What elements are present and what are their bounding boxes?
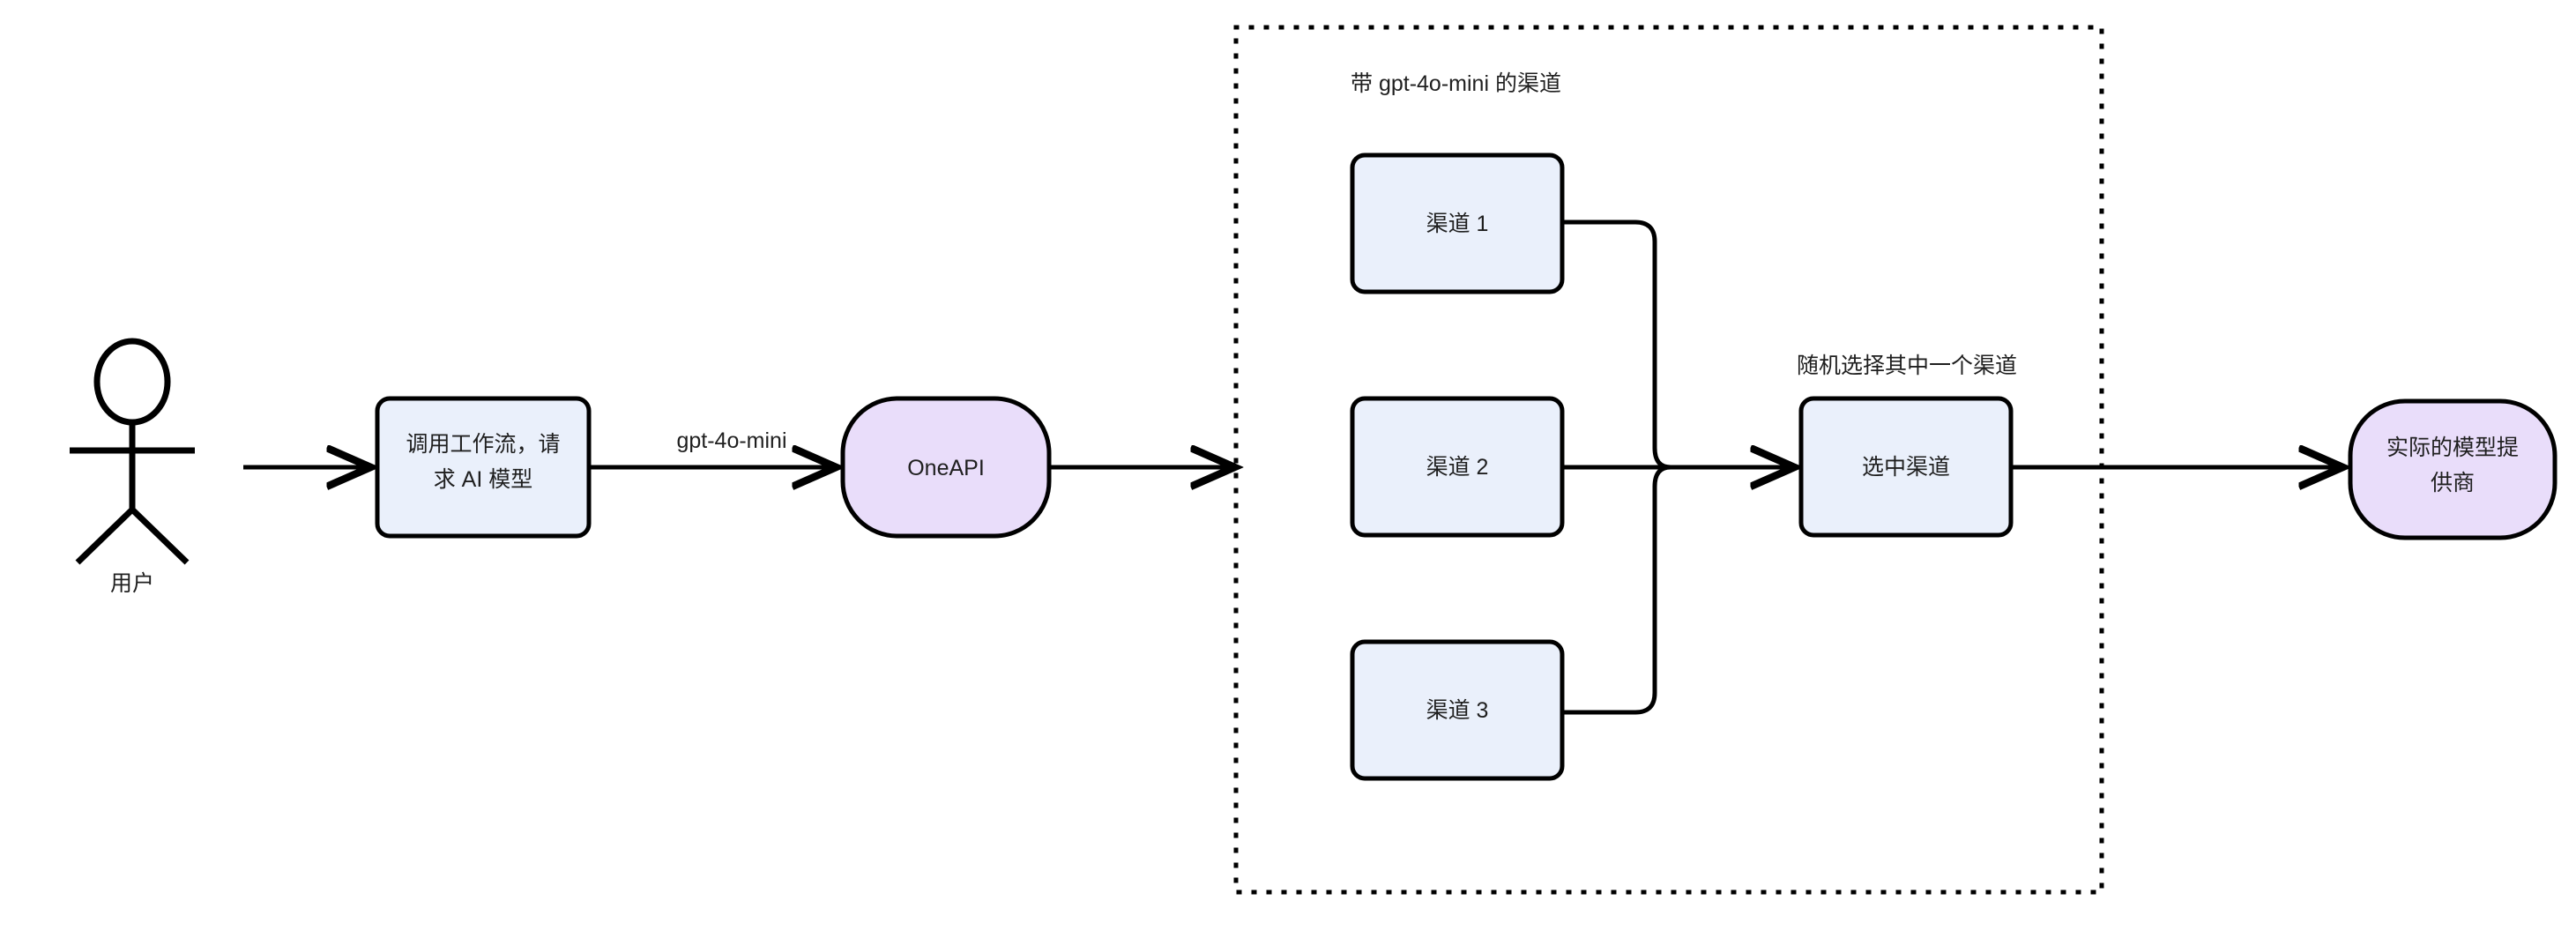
node-channel-1-label: 渠道 1 <box>1426 212 1489 236</box>
node-workflow-label-line1: 调用工作流，请 <box>406 432 560 457</box>
node-oneapi-label: OneAPI <box>907 456 985 480</box>
node-oneapi[interactable]: OneAPI <box>840 396 1052 539</box>
node-model-provider-shape <box>2348 398 2557 540</box>
edge-channel-1-to-selected <box>1562 220 1671 470</box>
channel-group-frame <box>1233 25 2104 895</box>
actor-leg-left-line <box>75 507 135 565</box>
actor-head-icon <box>93 338 171 426</box>
node-channel-1[interactable]: 渠道 1 <box>1350 153 1565 294</box>
node-channel-3[interactable]: 渠道 3 <box>1350 639 1565 781</box>
node-channel-2[interactable]: 渠道 2 <box>1350 396 1565 538</box>
edge-label-model-request: gpt-4o-mini <box>676 428 786 453</box>
node-model-provider-label-line1: 实际的模型提 <box>2386 436 2519 460</box>
node-channel-2-label: 渠道 2 <box>1426 455 1489 480</box>
actor-label: 用户 <box>110 571 154 596</box>
channel-group: 带 gpt-4o-mini 的渠道 <box>1233 25 2104 895</box>
actor-leg-right-line <box>130 507 190 565</box>
user-actor: 用户 <box>70 338 195 596</box>
node-selected-channel-label: 选中渠道 <box>1862 455 1950 480</box>
node-workflow[interactable]: 调用工作流，请 求 AI 模型 <box>375 396 592 539</box>
node-channel-3-label: 渠道 3 <box>1426 698 1489 723</box>
node-model-provider[interactable]: 实际的模型提 供商 <box>2348 398 2557 540</box>
channel-group-title: 带 gpt-4o-mini 的渠道 <box>1351 71 1561 96</box>
node-workflow-label-line2: 求 AI 模型 <box>434 467 533 492</box>
edge-channel-3-to-selected <box>1562 465 1671 715</box>
node-model-provider-label-line2: 供商 <box>2431 471 2475 495</box>
node-selected-channel[interactable]: 选中渠道 <box>1798 396 2014 538</box>
note-random-pick: 随机选择其中一个渠道 <box>1797 354 2017 378</box>
